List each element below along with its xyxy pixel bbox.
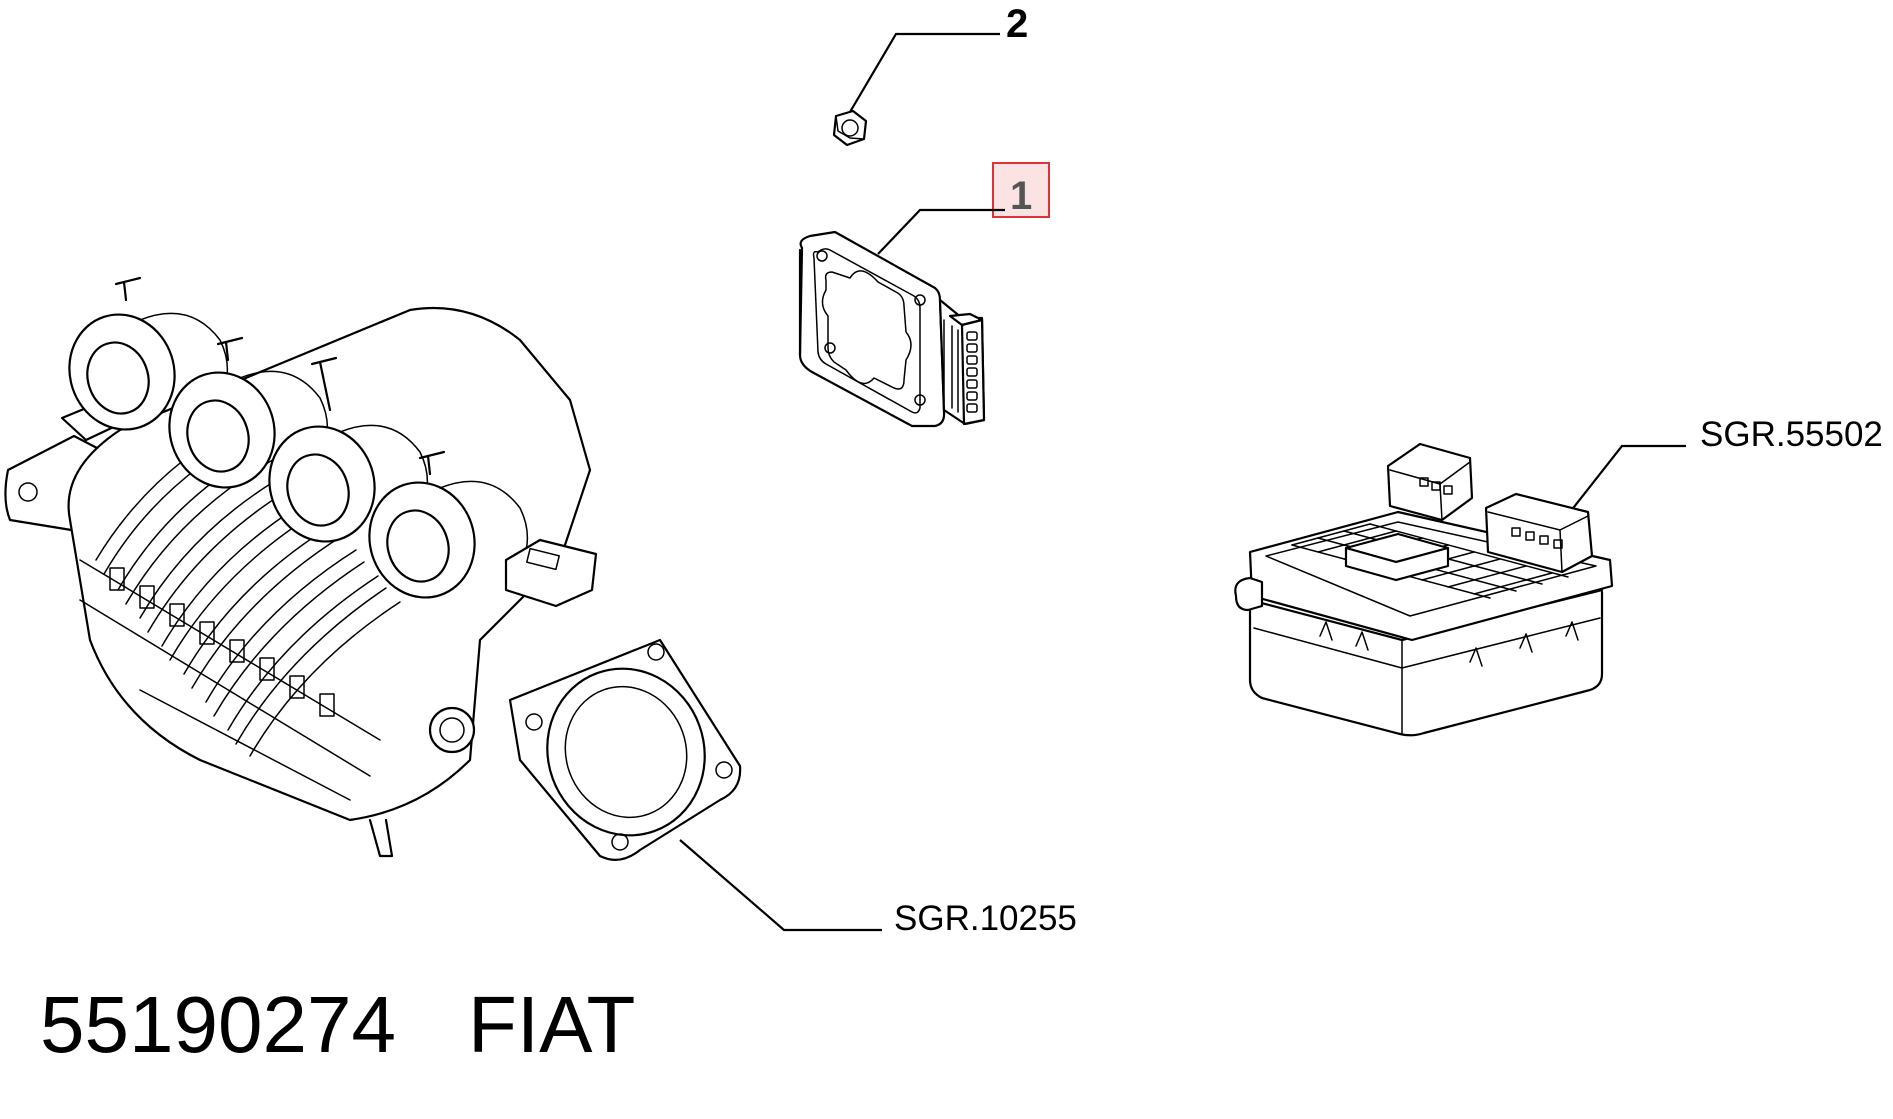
- leader-line-manifold: [679, 839, 882, 932]
- callout-2-number[interactable]: 2: [1006, 2, 1028, 46]
- hex-nut-icon[interactable]: [832, 109, 868, 147]
- fuse-box-icon[interactable]: [1234, 442, 1614, 737]
- reference-fuse-box[interactable]: SGR.55502: [1700, 415, 1883, 454]
- leader-line-2: [849, 32, 1000, 113]
- reference-intake-manifold[interactable]: SGR.10255: [894, 899, 1077, 938]
- intake-manifold-icon[interactable]: [4, 276, 742, 861]
- ecu-module-icon[interactable]: [798, 230, 986, 428]
- leader-line-1: [877, 208, 1005, 255]
- part-number: 55190274: [40, 980, 396, 1069]
- brand-name: FIAT: [468, 980, 635, 1069]
- callout-1-highlight: [992, 162, 1050, 218]
- callout-1-number[interactable]: 1: [1010, 174, 1032, 218]
